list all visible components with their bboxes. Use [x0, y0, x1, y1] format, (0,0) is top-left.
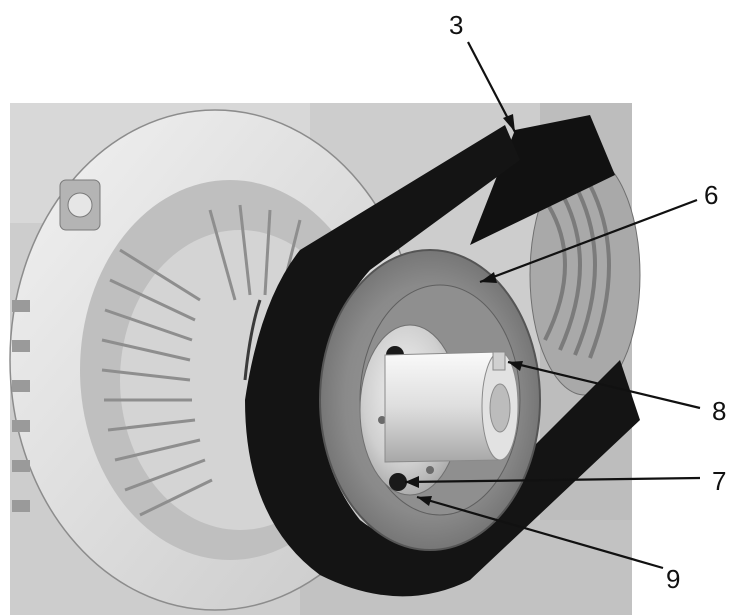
leader-8 — [507, 360, 701, 410]
hub-bolt-bottom — [389, 473, 407, 491]
callout-8: 8 — [712, 396, 726, 426]
drive-shaft — [384, 351, 519, 463]
leader-3 — [467, 41, 516, 133]
callout-3: 3 — [449, 10, 463, 40]
drive-belt — [243, 115, 640, 597]
motor-pulley — [529, 154, 641, 396]
callout-6: 6 — [704, 180, 718, 210]
callout-7: 7 — [712, 466, 726, 496]
leader-6 — [479, 198, 698, 284]
leader-9 — [416, 495, 664, 570]
callout-9: 9 — [666, 564, 680, 594]
leader-7 — [404, 476, 701, 488]
